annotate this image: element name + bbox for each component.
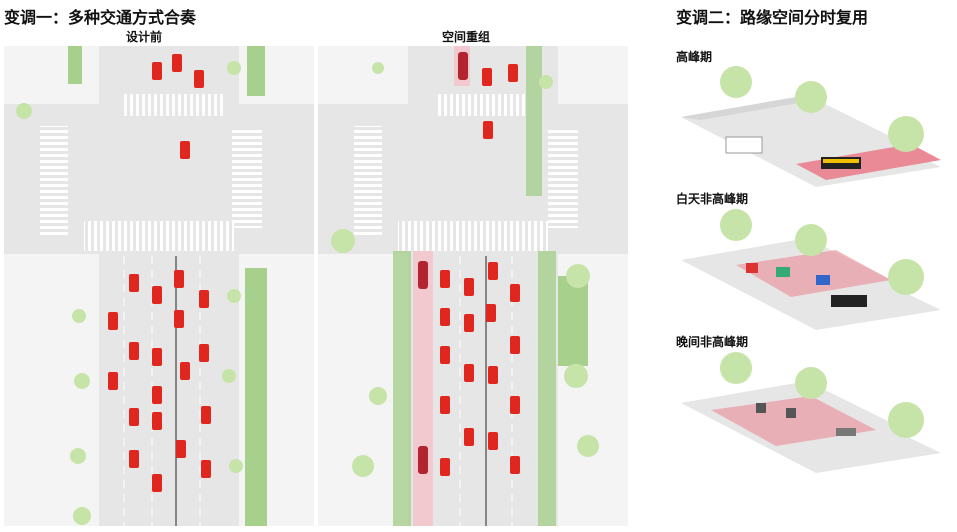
scenario-night-offpeak-label: 晚间非高峰期 bbox=[676, 335, 749, 349]
plan-after-label: 空间重组 bbox=[442, 30, 491, 44]
plan-after-diagram bbox=[318, 46, 628, 526]
right-section-title: 变调二：路缘空间分时复用 bbox=[676, 8, 869, 27]
scenario-peak-label: 高峰期 bbox=[676, 50, 713, 64]
scenario-day-offpeak-label: 白天非高峰期 bbox=[676, 192, 749, 206]
plan-before-diagram bbox=[4, 46, 314, 526]
scenario-peak-illustration bbox=[681, 66, 941, 187]
left-section-title: 变调一：多种交通方式合奏 bbox=[4, 8, 197, 27]
scenario-day-offpeak-illustration bbox=[681, 209, 941, 330]
scenario-night-offpeak-illustration bbox=[681, 352, 941, 473]
plan-before-label: 设计前 bbox=[126, 30, 163, 44]
